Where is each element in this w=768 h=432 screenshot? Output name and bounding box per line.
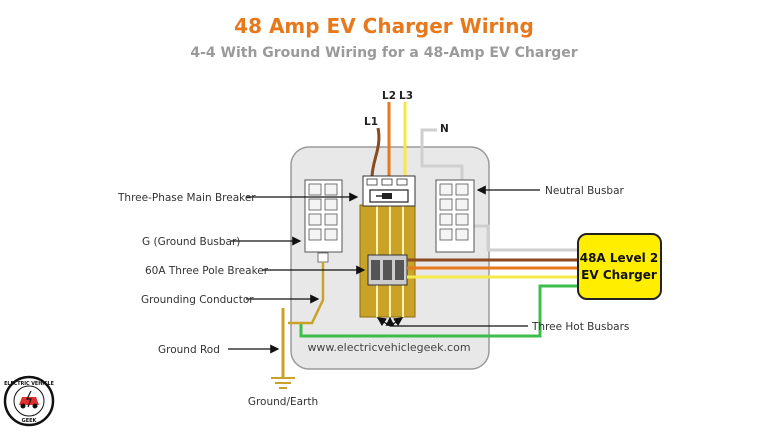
website-text: www.electricvehiclegeek.com bbox=[307, 341, 470, 354]
callout-arrows bbox=[228, 185, 540, 354]
ev-charger-box bbox=[577, 233, 662, 300]
neutral-output-wire bbox=[474, 224, 580, 252]
grounding-conductor-label: Grounding Conductor bbox=[141, 294, 254, 306]
ground-wire bbox=[299, 284, 580, 338]
logo-top-text: ELECTRIC VEHICLE bbox=[4, 381, 54, 387]
main-breaker-label: Three-Phase Main Breaker bbox=[117, 192, 256, 204]
earth-symbol-icon bbox=[271, 377, 295, 389]
neutral-wire bbox=[420, 128, 464, 182]
l1-label: L1 bbox=[364, 116, 378, 128]
ground-earth-label: Ground/Earth bbox=[248, 396, 318, 408]
l2-label: L2 bbox=[382, 90, 396, 102]
electric-vehicle-geek-logo: ELECTRIC VEHICLE GEEK bbox=[3, 375, 55, 427]
ground-rod-label: Ground Rod bbox=[158, 344, 220, 356]
logo-bottom-text: GEEK bbox=[22, 418, 38, 424]
hot-busbars-label: Three Hot Busbars bbox=[531, 321, 629, 333]
l3-label: L3 bbox=[399, 90, 413, 102]
ground-busbar-label: G (Ground Busbar) bbox=[142, 236, 240, 248]
ground-busbar bbox=[304, 179, 343, 263]
l1-wire bbox=[370, 127, 381, 179]
charger-line1: 48A Level 2 bbox=[580, 251, 659, 265]
charger-line2: EV Charger bbox=[581, 268, 657, 282]
neutral-busbar-label: Neutral Busbar bbox=[545, 185, 625, 197]
neutral-busbar bbox=[435, 179, 475, 253]
diagram-title: 48 Amp EV Charger Wiring bbox=[234, 14, 534, 38]
diagram-subtitle: 4-4 With Ground Wiring for a 48-Amp EV C… bbox=[190, 45, 578, 61]
pole-breaker-label: 60A Three Pole Breaker bbox=[145, 265, 269, 277]
n-label: N bbox=[440, 123, 449, 135]
grounding-conductor bbox=[288, 262, 325, 325]
